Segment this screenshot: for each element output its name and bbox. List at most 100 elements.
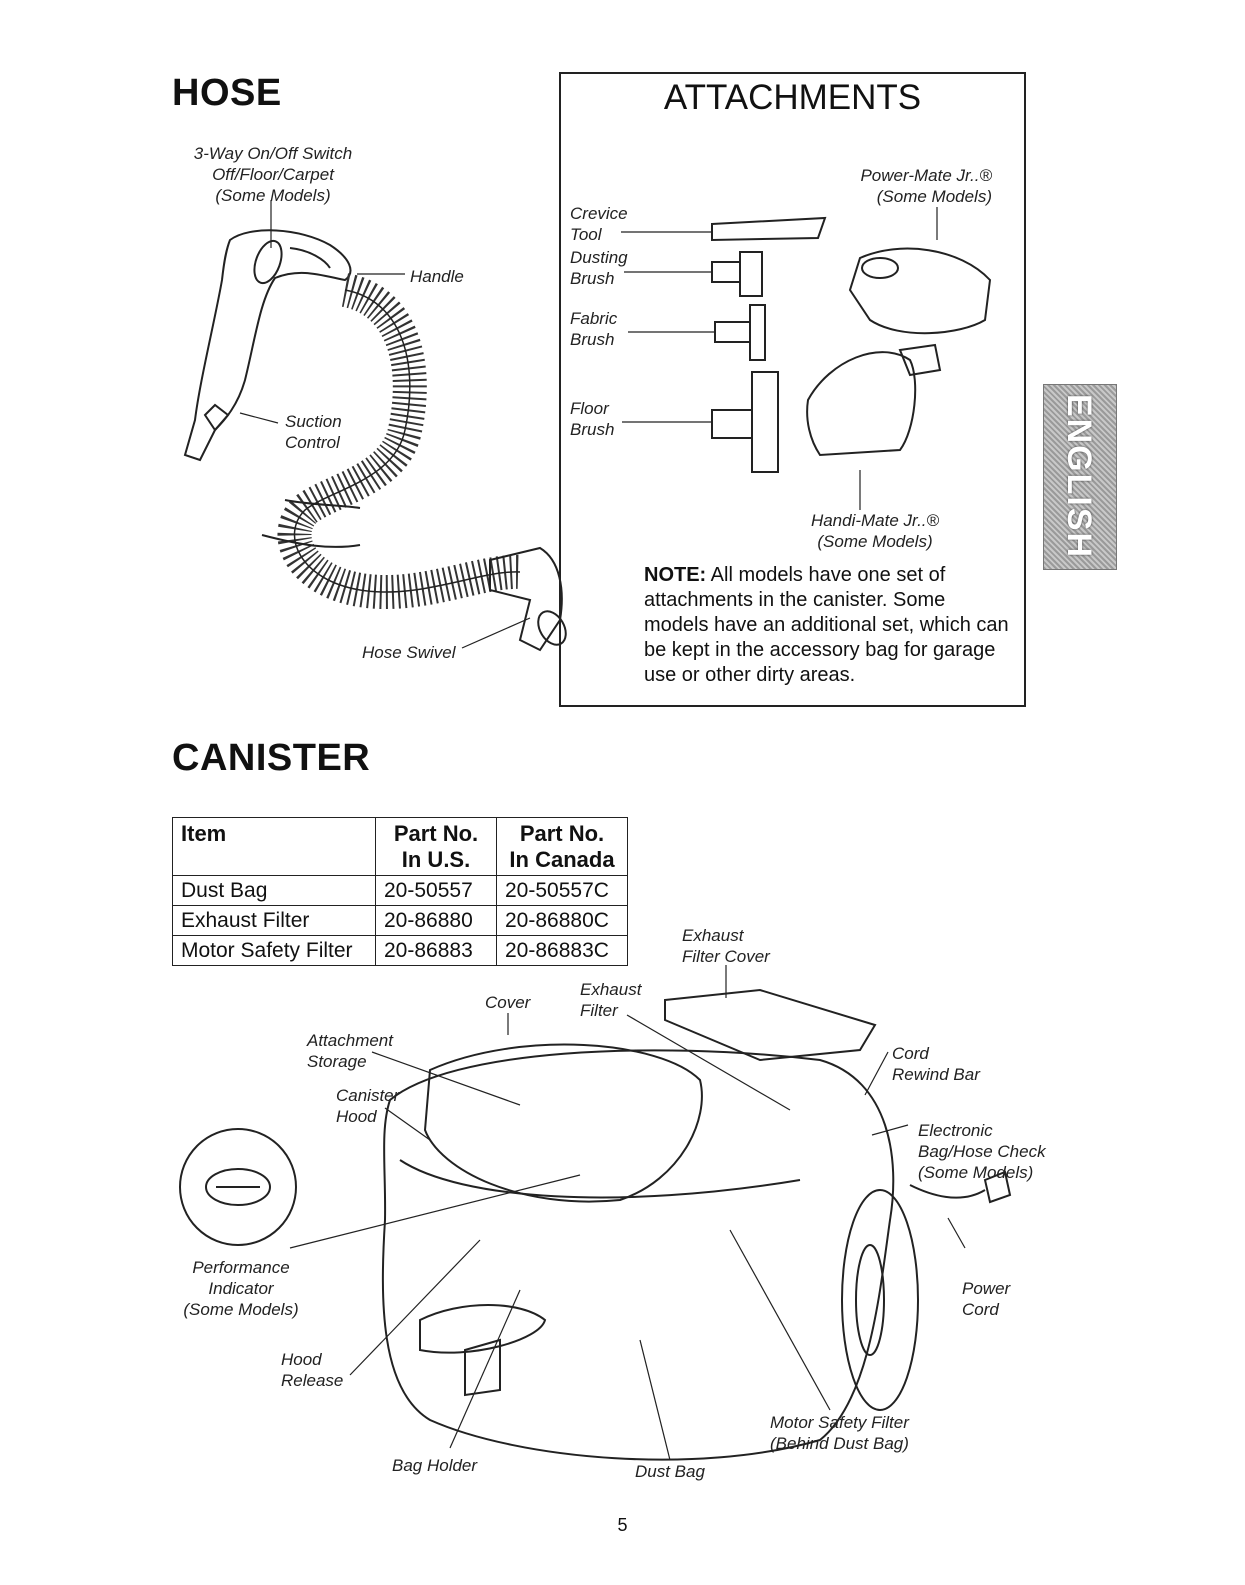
label-line: Indicator bbox=[208, 1279, 274, 1298]
cell-part-us: 20-86880 bbox=[375, 905, 497, 936]
crevice-tool-label: Crevice Tool bbox=[570, 203, 628, 245]
language-tab-text: ENGLISH bbox=[1060, 393, 1099, 559]
hose-leader-lines bbox=[239, 200, 531, 649]
attachments-note: NOTE: All models have one set of attachm… bbox=[644, 563, 1014, 688]
cell-item: Dust Bag bbox=[172, 875, 376, 906]
cord-rewind-bar-label: Cord Rewind Bar bbox=[892, 1043, 980, 1085]
header-item-text: Item bbox=[181, 821, 227, 846]
cell-part-us: 20-86883 bbox=[375, 935, 497, 966]
label-line: Storage bbox=[307, 1052, 367, 1071]
label-line: Power bbox=[962, 1279, 1011, 1298]
table-row: Exhaust Filter 20-86880 20-86880C bbox=[172, 905, 628, 936]
label-line: Motor Safety Filter bbox=[770, 1413, 909, 1432]
label-line: Cord bbox=[892, 1044, 929, 1063]
power-mate-line: Power-Mate Jr..® bbox=[860, 166, 992, 185]
label-line: Filter bbox=[580, 1001, 618, 1020]
switch-label-line: Off/Floor/Carpet bbox=[212, 165, 334, 184]
page-number: 5 bbox=[617, 1515, 628, 1535]
label-line: (Some Models) bbox=[183, 1300, 299, 1319]
label-line: Canister bbox=[336, 1086, 400, 1105]
performance-indicator-label: Performance Indicator (Some Models) bbox=[176, 1257, 306, 1320]
switch-label-line: 3-Way On/Off Switch bbox=[193, 144, 353, 163]
power-cord-label: Power Cord bbox=[962, 1278, 1010, 1320]
floor-brush-line: Brush bbox=[570, 420, 615, 439]
note-text: All models have one set of attachments i… bbox=[644, 564, 1009, 686]
fabric-brush-line: Brush bbox=[570, 330, 615, 349]
header-part-us: Part No. In U.S. bbox=[375, 817, 497, 876]
language-tab bbox=[1043, 384, 1117, 570]
label-line: Bag/Hose Check bbox=[918, 1142, 1046, 1161]
floor-brush-line: Floor bbox=[570, 399, 609, 418]
handi-mate-label: Handi-Mate Jr..® (Some Models) bbox=[800, 510, 950, 552]
fabric-brush-label: Fabric Brush bbox=[570, 308, 617, 350]
canister-drawing bbox=[179, 988, 1012, 1461]
language-tab-label: ENGLISH bbox=[1043, 384, 1115, 568]
hose-handle-drawing bbox=[183, 229, 352, 462]
label-line: Exhaust bbox=[682, 926, 744, 945]
label-line: Release bbox=[281, 1371, 344, 1390]
table-row: Dust Bag 20-50557 20-50557C bbox=[172, 875, 628, 906]
attachments-drawings bbox=[621, 207, 992, 510]
table-row: Motor Safety Filter 20-86883 20-86883C bbox=[172, 935, 628, 966]
power-mate-line: (Some Models) bbox=[876, 187, 992, 206]
crevice-tool-line: Tool bbox=[570, 225, 602, 244]
hood-release-label: Hood Release bbox=[281, 1349, 343, 1391]
cell-part-canada: 20-86883C bbox=[496, 935, 628, 966]
dusting-brush-label: Dusting Brush bbox=[570, 247, 628, 289]
electronic-check-label: Electronic Bag/Hose Check (Some Models) bbox=[918, 1120, 1046, 1183]
header-part-canada-line: In Canada bbox=[509, 847, 615, 872]
handle-label: Handle bbox=[410, 267, 464, 286]
attachments-box bbox=[559, 72, 1026, 707]
exhaust-filter-label: Exhaust Filter bbox=[580, 979, 641, 1021]
cell-part-us: 20-50557 bbox=[375, 875, 497, 906]
hose-title: HOSE bbox=[172, 72, 282, 114]
label-line: Electronic bbox=[918, 1121, 993, 1140]
parts-table: Item Part No. In U.S. Part No. In Canada… bbox=[172, 817, 628, 966]
handi-mate-line: Handi-Mate Jr..® bbox=[810, 511, 940, 530]
hose-swivel-label: Hose Swivel bbox=[362, 643, 456, 662]
motor-safety-filter-label: Motor Safety Filter (Behind Dust Bag) bbox=[770, 1412, 909, 1454]
header-item: Item bbox=[172, 817, 376, 876]
crevice-tool-line: Crevice bbox=[570, 204, 628, 223]
header-part-us-line: Part No. bbox=[393, 821, 479, 846]
table-header-row: Item Part No. In U.S. Part No. In Canada bbox=[172, 817, 628, 876]
label-line: Performance bbox=[192, 1258, 290, 1277]
label-line: Hood bbox=[336, 1107, 377, 1126]
label-line: Exhaust bbox=[580, 980, 642, 999]
header-part-canada: Part No. In Canada bbox=[496, 817, 628, 876]
header-part-us-line: In U.S. bbox=[401, 847, 471, 872]
label-line: (Behind Dust Bag) bbox=[770, 1434, 909, 1453]
handi-mate-line: (Some Models) bbox=[817, 532, 933, 551]
floor-brush-label: Floor Brush bbox=[570, 398, 614, 440]
switch-label-line: (Some Models) bbox=[215, 186, 331, 205]
dust-bag-label: Dust Bag bbox=[635, 1462, 705, 1481]
hose-swivel-drawing bbox=[261, 499, 567, 652]
canister-title: CANISTER bbox=[172, 737, 371, 779]
header-part-canada-line: Part No. bbox=[519, 821, 605, 846]
note-label: NOTE: bbox=[644, 564, 707, 586]
canister-hood-label: Canister Hood bbox=[336, 1085, 399, 1127]
exhaust-filter-cover-label: Exhaust Filter Cover bbox=[682, 925, 770, 967]
canister-leader-lines bbox=[289, 965, 966, 1461]
dusting-brush-line: Brush bbox=[570, 269, 615, 288]
switch-label: 3-Way On/Off Switch Off/Floor/Carpet (So… bbox=[188, 143, 358, 206]
attachment-storage-label: Attachment Storage bbox=[307, 1030, 393, 1072]
label-line: Hood bbox=[281, 1350, 322, 1369]
cell-item: Exhaust Filter bbox=[172, 905, 376, 936]
attachments-title: ATTACHMENTS bbox=[663, 78, 922, 117]
label-line: Attachment bbox=[307, 1031, 393, 1050]
suction-control-label: Suction Control bbox=[285, 411, 342, 453]
cover-label: Cover bbox=[485, 993, 531, 1012]
fabric-brush-line: Fabric bbox=[570, 309, 618, 328]
label-line: Cord bbox=[962, 1300, 999, 1319]
power-mate-label: Power-Mate Jr..® (Some Models) bbox=[850, 165, 992, 207]
cell-part-canada: 20-86880C bbox=[496, 905, 628, 936]
label-line: Rewind Bar bbox=[892, 1065, 980, 1084]
dusting-brush-line: Dusting bbox=[570, 248, 628, 267]
hose-coil-drawing bbox=[277, 273, 521, 610]
label-line: (Some Models) bbox=[918, 1163, 1034, 1182]
bag-holder-label: Bag Holder bbox=[392, 1456, 478, 1475]
cell-part-canada: 20-50557C bbox=[496, 875, 628, 906]
suction-label-line: Control bbox=[285, 433, 340, 452]
